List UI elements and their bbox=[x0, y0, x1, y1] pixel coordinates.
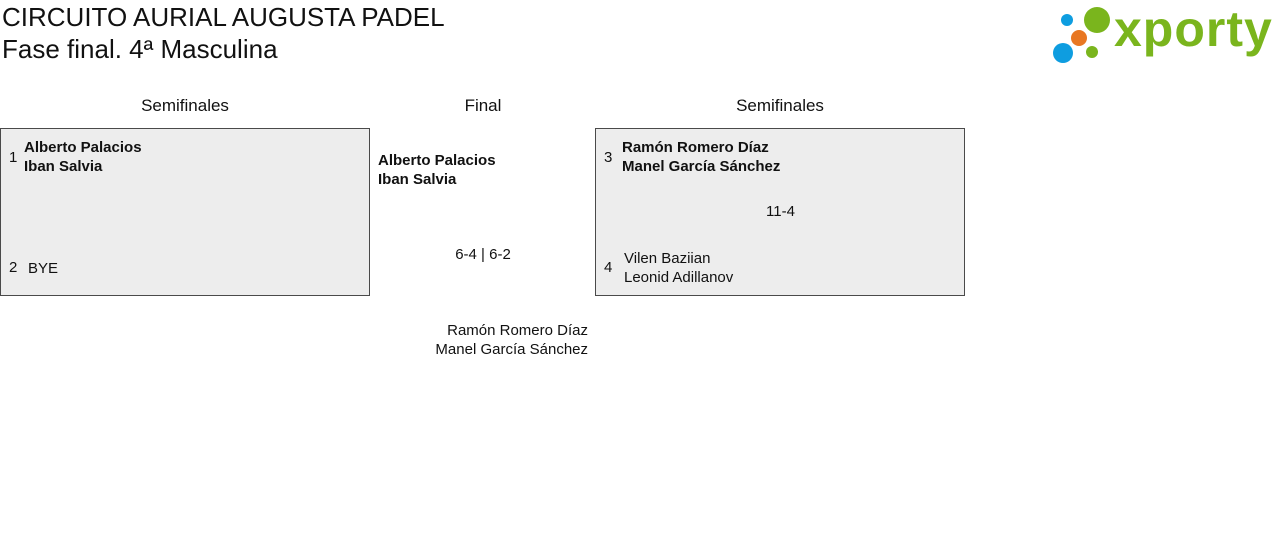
final-score: 6-4 | 6-2 bbox=[455, 246, 511, 263]
logo-dots-icon bbox=[1053, 7, 1110, 63]
player-name: Manel García Sánchez bbox=[622, 158, 781, 175]
seed-number: 3 bbox=[604, 149, 613, 166]
player-name: Iban Salvia bbox=[378, 171, 457, 188]
player-name: Ramón Romero Díaz bbox=[447, 322, 588, 339]
team-1-players: Alberto Palacios Iban Salvia bbox=[24, 138, 142, 176]
page-subtitle: Fase final. 4ª Masculina bbox=[2, 34, 278, 64]
page-title: CIRCUITO AURIAL AUGUSTA PADEL bbox=[2, 2, 445, 32]
player-name: Iban Salvia bbox=[24, 158, 103, 175]
seed-number: 2 bbox=[9, 259, 18, 276]
xporty-logo[interactable]: xporty bbox=[1050, 1, 1276, 70]
semifinal-right-match[interactable]: 3 Ramón Romero Díaz Manel García Sánchez… bbox=[595, 128, 965, 296]
seed-number: 4 bbox=[604, 259, 613, 276]
player-name: Vilen Baziian bbox=[624, 250, 711, 267]
semifinal-score: 11-4 bbox=[766, 203, 795, 220]
player-name: Manel García Sánchez bbox=[435, 341, 588, 358]
round-label-left: Semifinales bbox=[141, 96, 229, 115]
seed-number: 1 bbox=[9, 149, 18, 166]
team-1-players: Ramón Romero Díaz Manel García Sánchez bbox=[622, 138, 780, 176]
final-team-2: Ramón Romero Díaz Manel García Sánchez bbox=[388, 321, 588, 359]
semifinal-left-match[interactable]: 1 Alberto Palacios Iban Salvia 2 BYE bbox=[0, 128, 370, 296]
round-label-final: Final bbox=[464, 96, 502, 115]
logo-wordmark: xporty bbox=[1114, 1, 1273, 57]
round-label-right: Semifinales bbox=[736, 96, 824, 115]
player-name: Ramón Romero Díaz bbox=[622, 139, 769, 156]
team-2-players: Vilen Baziian Leonid Adillanov bbox=[624, 249, 733, 287]
player-name: Alberto Palacios bbox=[24, 139, 142, 156]
team-2-players: BYE bbox=[28, 259, 58, 278]
player-name: BYE bbox=[28, 260, 59, 277]
player-name: Leonid Adillanov bbox=[624, 269, 734, 286]
player-name: Alberto Palacios bbox=[378, 152, 496, 169]
final-team-1: Alberto Palacios Iban Salvia bbox=[378, 151, 496, 189]
